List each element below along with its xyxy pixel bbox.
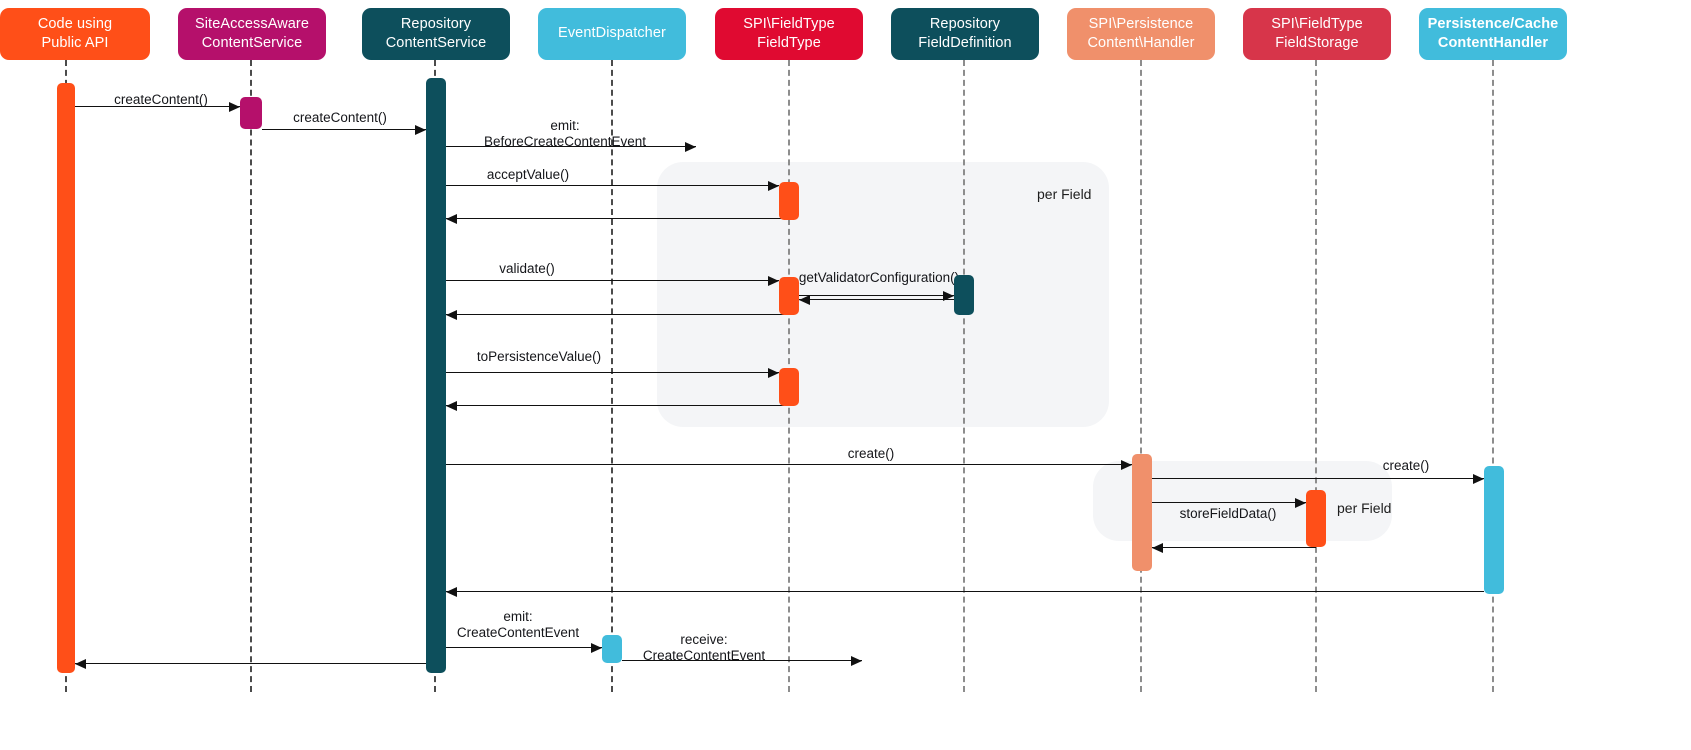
- act-siteaccessaware: [240, 97, 262, 129]
- msg-get-validator-cfg-line: [799, 295, 954, 296]
- participant-fielddefinition[interactable]: Repository FieldDefinition: [891, 8, 1039, 60]
- act-fieldtype-3: [779, 368, 799, 406]
- msg-receive-create-arrowhead-icon: [851, 655, 862, 666]
- msg-create-4-line: [1152, 478, 1484, 479]
- act-fieldstorage: [1306, 490, 1326, 547]
- msg-validate-label: validate(): [499, 261, 555, 276]
- msg-to-persistence-arrowhead-icon: [768, 367, 779, 378]
- msg-create-content-1-line: [75, 106, 240, 107]
- participant-fieldtype[interactable]: SPI\FieldType FieldType: [715, 8, 863, 60]
- participant-event-dispatcher[interactable]: EventDispatcher: [538, 8, 686, 60]
- act-persistence: [1132, 454, 1152, 571]
- lifeline-event-dispatcher: [611, 60, 613, 692]
- lifeline-persistence-handler: [1140, 60, 1142, 692]
- participant-fieldstorage[interactable]: SPI\FieldType FieldStorage: [1243, 8, 1391, 60]
- msg-create-content-2-label: createContent(): [293, 110, 387, 125]
- participant-siteaccessaware[interactable]: SiteAccessAware ContentService: [178, 8, 326, 60]
- act-event-disp: [602, 635, 622, 663]
- msg-store-field-data-line: [1152, 502, 1306, 503]
- msg-store-field-data-label: storeFieldData(): [1179, 506, 1277, 521]
- act-fieldtype-2: [779, 277, 799, 315]
- msg-to-persistence-line: [446, 372, 779, 373]
- msg-store-field-ret-arrowhead-icon: [1152, 542, 1163, 553]
- msg-accept-value-label: acceptValue(): [486, 167, 570, 182]
- msg-emit-before-label: emit: BeforeCreateContentEvent: [483, 118, 647, 149]
- lifeline-siteaccessaware: [250, 60, 252, 692]
- lifeline-fieldstorage: [1315, 60, 1317, 692]
- msg-emit-create-arrowhead-icon: [591, 642, 602, 653]
- msg-validate-ret-arrowhead-icon: [446, 309, 457, 320]
- msg-emit-create-label: emit: CreateContentEvent: [456, 609, 580, 640]
- msg-validate-ret-line: [446, 314, 789, 315]
- act-repo-content: [426, 78, 446, 673]
- msg-emit-before-arrowhead-icon: [685, 141, 696, 152]
- lifeline-fielddefinition: [963, 60, 965, 692]
- msg-validate-line: [446, 280, 779, 281]
- msg-final-return-arrowhead-icon: [75, 658, 86, 669]
- msg-accept-value-ret-arrowhead-icon: [446, 213, 457, 224]
- msg-create-content-1-label: createContent(): [114, 92, 208, 107]
- msg-store-field-data-arrowhead-icon: [1295, 497, 1306, 508]
- msg-accept-value-ret-line: [446, 218, 789, 219]
- act-public-api: [57, 83, 75, 673]
- msg-create-content-2-arrowhead-icon: [415, 124, 426, 135]
- msg-create-4-label: create(): [1382, 458, 1430, 473]
- msg-create-3-arrowhead-icon: [1121, 459, 1132, 470]
- msg-emit-create-line: [446, 647, 602, 648]
- participant-repo-content[interactable]: Repository ContentService: [362, 8, 510, 60]
- msg-receive-create-line: [622, 660, 862, 661]
- fragment-per-field-top: [657, 162, 1109, 427]
- msg-accept-value-arrowhead-icon: [768, 180, 779, 191]
- msg-validate-arrowhead-icon: [768, 275, 779, 286]
- msg-to-persist-ret-arrowhead-icon: [446, 400, 457, 411]
- msg-to-persistence-label: toPersistenceValue(): [476, 349, 602, 364]
- msg-get-validator-cfg-label: getValidatorConfiguration(): [798, 270, 960, 285]
- participant-persistence-handler[interactable]: SPI\Persistence Content\Handler: [1067, 8, 1215, 60]
- msg-accept-value-line: [446, 185, 779, 186]
- act-cache-handler: [1484, 466, 1504, 594]
- msg-create-content-2-line: [262, 129, 426, 130]
- lifeline-cache-handler: [1492, 60, 1494, 692]
- msg-get-validator-cfg-arrowhead-icon: [943, 290, 954, 301]
- msg-validator-ret-line: [799, 299, 964, 300]
- msg-create-3-line: [446, 464, 1132, 465]
- msg-validator-ret-arrowhead-icon: [799, 294, 810, 305]
- msg-receive-create-label: receive: CreateContentEvent: [642, 632, 766, 663]
- msg-create-ret-line: [446, 591, 1484, 592]
- msg-to-persist-ret-line: [446, 405, 789, 406]
- msg-create-content-1-arrowhead-icon: [229, 101, 240, 112]
- fragment-label: per Field: [1037, 186, 1092, 202]
- msg-final-return-line: [75, 663, 426, 664]
- msg-emit-before-line: [446, 146, 696, 147]
- msg-store-field-ret-line: [1152, 547, 1316, 548]
- msg-create-ret-arrowhead-icon: [446, 586, 457, 597]
- msg-create-3-label: create(): [847, 446, 895, 461]
- participant-public-api[interactable]: Code using Public API: [0, 8, 150, 60]
- participant-cache-handler[interactable]: Persistence/Cache ContentHandler: [1419, 8, 1567, 60]
- fragment-label: per Field: [1337, 500, 1392, 516]
- act-fieldtype-1: [779, 182, 799, 220]
- msg-create-4-arrowhead-icon: [1473, 473, 1484, 484]
- act-fielddef-1: [954, 275, 974, 315]
